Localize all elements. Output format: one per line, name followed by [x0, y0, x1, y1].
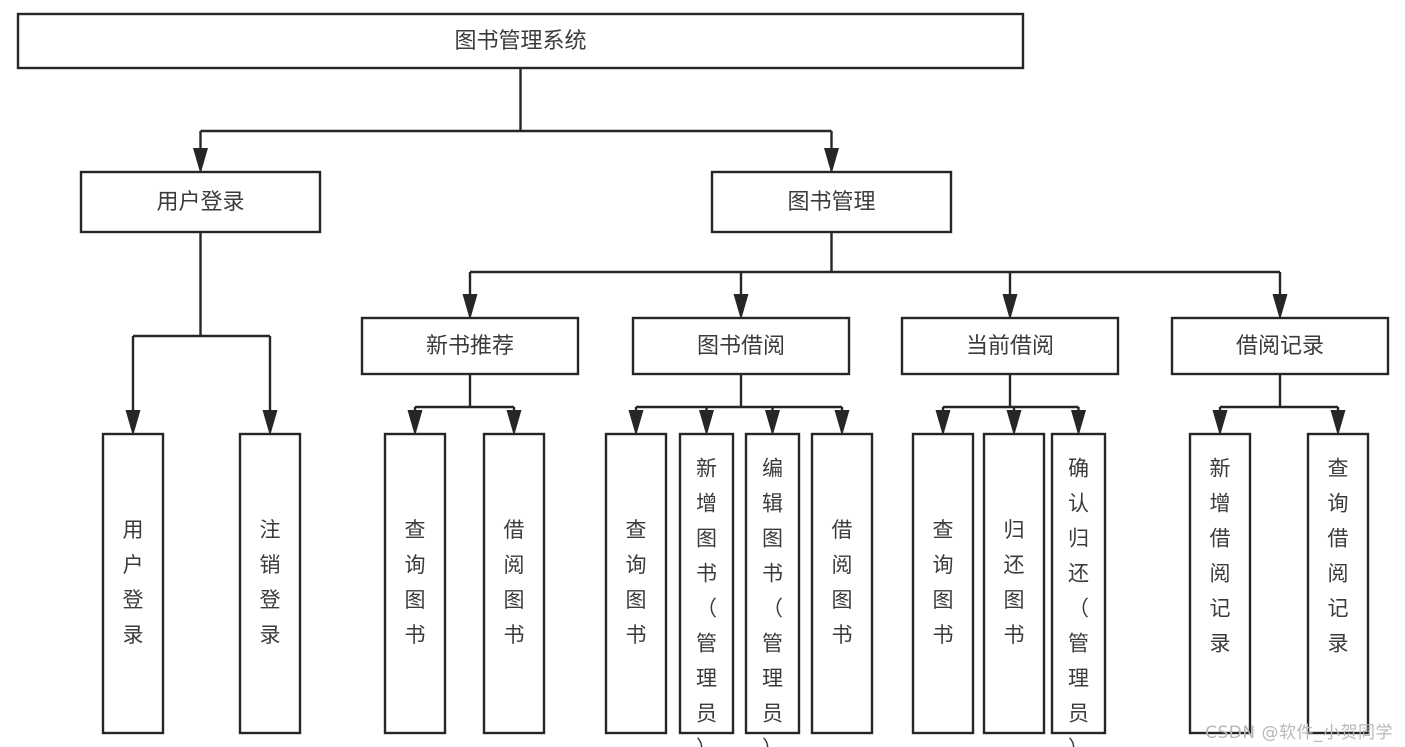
node-leaf-return-book[interactable]: 归还图书: [982, 432, 1046, 735]
node-layer: 图书管理系统用户登录图书管理新书推荐图书借阅当前借阅借阅记录用户登录注销登录查询…: [16, 12, 1390, 747]
node-label-leaf-logout-login: 注销登录: [260, 518, 281, 647]
node-new-book-recommend[interactable]: 新书推荐: [360, 316, 580, 376]
node-box-leaf-add-record[interactable]: [1188, 432, 1252, 735]
node-leaf-edit-book[interactable]: 编辑图书（管理员）: [744, 432, 801, 747]
arrow-head-icon: [1071, 410, 1086, 436]
node-box-book-borrow[interactable]: [631, 316, 851, 376]
connector-group-book-borrow: [628, 374, 850, 436]
node-box-root[interactable]: [16, 12, 1025, 70]
connector-group-user-login: [125, 232, 278, 436]
connector-group-new-book-recommend: [407, 374, 522, 436]
node-label-borrow-record: 借阅记录: [1236, 334, 1324, 359]
node-leaf-user-login[interactable]: 用户登录: [101, 432, 165, 735]
arrow-head-icon: [462, 294, 478, 320]
node-label-leaf-query-book-2: 查询图书: [626, 518, 647, 647]
connector-group-borrow-record: [1212, 374, 1346, 436]
node-label-leaf-user-login: 用户登录: [123, 518, 144, 647]
arrow-head-icon: [125, 410, 141, 436]
node-box-leaf-return-book[interactable]: [982, 432, 1046, 735]
node-label-new-book-recommend: 新书推荐: [426, 334, 514, 359]
node-label-user-login: 用户登录: [156, 190, 244, 215]
arrow-head-icon: [1330, 410, 1346, 436]
node-root[interactable]: 图书管理系统: [16, 12, 1025, 70]
arrow-head-icon: [506, 410, 522, 436]
arrow-head-icon: [262, 410, 278, 436]
node-leaf-borrow-book-2[interactable]: 借阅图书: [810, 432, 874, 735]
node-book-manage[interactable]: 图书管理: [710, 170, 953, 234]
node-borrow-record[interactable]: 借阅记录: [1170, 316, 1390, 376]
node-label-book-borrow: 图书借阅: [697, 334, 785, 359]
node-box-leaf-query-book-1[interactable]: [383, 432, 447, 735]
arrow-head-icon: [193, 148, 208, 174]
node-box-new-book-recommend[interactable]: [360, 316, 580, 376]
arrow-head-icon: [699, 410, 714, 436]
connector-group-book-manage: [462, 232, 1288, 320]
node-box-leaf-query-book-3[interactable]: [911, 432, 975, 735]
node-label-current-borrow: 当前借阅: [966, 334, 1054, 359]
connector-group-current-borrow: [935, 374, 1086, 436]
node-box-leaf-add-book[interactable]: [678, 432, 735, 735]
arrow-head-icon: [1002, 294, 1018, 320]
node-leaf-query-book-3[interactable]: 查询图书: [911, 432, 975, 735]
connector-layer: [125, 68, 1346, 436]
node-box-leaf-confirm-return[interactable]: [1050, 432, 1107, 735]
node-current-borrow[interactable]: 当前借阅: [900, 316, 1120, 376]
node-leaf-query-book-2[interactable]: 查询图书: [604, 432, 668, 735]
node-label-leaf-edit-book: 编辑图书（管理员）: [762, 457, 783, 747]
arrow-head-icon: [628, 410, 644, 436]
node-label-leaf-return-book: 归还图书: [1004, 518, 1025, 647]
node-leaf-logout-login[interactable]: 注销登录: [238, 432, 302, 735]
node-label-leaf-query-book-1: 查询图书: [405, 518, 426, 647]
node-label-leaf-add-record: 新增借阅记录: [1210, 457, 1231, 656]
node-leaf-add-book[interactable]: 新增图书（管理员）: [678, 432, 735, 747]
node-label-root: 图书管理系统: [454, 29, 586, 54]
node-box-current-borrow[interactable]: [900, 316, 1120, 376]
node-box-user-login[interactable]: [79, 170, 322, 234]
node-box-leaf-query-record[interactable]: [1306, 432, 1370, 735]
node-label-book-manage: 图书管理: [787, 190, 875, 215]
node-leaf-query-book-1[interactable]: 查询图书: [383, 432, 447, 735]
arrow-head-icon: [1272, 294, 1288, 320]
node-label-leaf-add-book: 新增图书（管理员）: [696, 457, 717, 747]
node-box-leaf-borrow-book-2[interactable]: [810, 432, 874, 735]
node-book-borrow[interactable]: 图书借阅: [631, 316, 851, 376]
arrow-head-icon: [834, 410, 850, 436]
node-label-leaf-confirm-return: 确认归还（管理员）: [1068, 457, 1089, 747]
node-label-leaf-borrow-book-1: 借阅图书: [504, 518, 525, 647]
arrow-head-icon: [1212, 410, 1228, 436]
node-leaf-query-record[interactable]: 查询借阅记录: [1306, 432, 1370, 735]
node-leaf-confirm-return[interactable]: 确认归还（管理员）: [1050, 432, 1107, 747]
arrow-head-icon: [765, 410, 780, 436]
node-box-leaf-borrow-book-1[interactable]: [482, 432, 546, 735]
node-label-leaf-borrow-book-2: 借阅图书: [832, 518, 853, 647]
node-user-login[interactable]: 用户登录: [79, 170, 322, 234]
node-box-leaf-logout-login[interactable]: [238, 432, 302, 735]
arrow-head-icon: [1006, 410, 1022, 436]
node-box-borrow-record[interactable]: [1170, 316, 1390, 376]
arrow-head-icon: [733, 294, 749, 320]
node-box-leaf-user-login[interactable]: [101, 432, 165, 735]
arrow-head-icon: [407, 410, 423, 436]
connector-group-root: [193, 68, 839, 174]
node-leaf-add-record[interactable]: 新增借阅记录: [1188, 432, 1252, 735]
arrow-head-icon: [935, 410, 951, 436]
node-leaf-borrow-book-1[interactable]: 借阅图书: [482, 432, 546, 735]
node-box-leaf-edit-book[interactable]: [744, 432, 801, 735]
arrow-head-icon: [824, 148, 839, 174]
node-box-book-manage[interactable]: [710, 170, 953, 234]
node-label-leaf-query-record: 查询借阅记录: [1328, 457, 1349, 656]
node-box-leaf-query-book-2[interactable]: [604, 432, 668, 735]
node-label-leaf-query-book-3: 查询图书: [933, 518, 954, 647]
